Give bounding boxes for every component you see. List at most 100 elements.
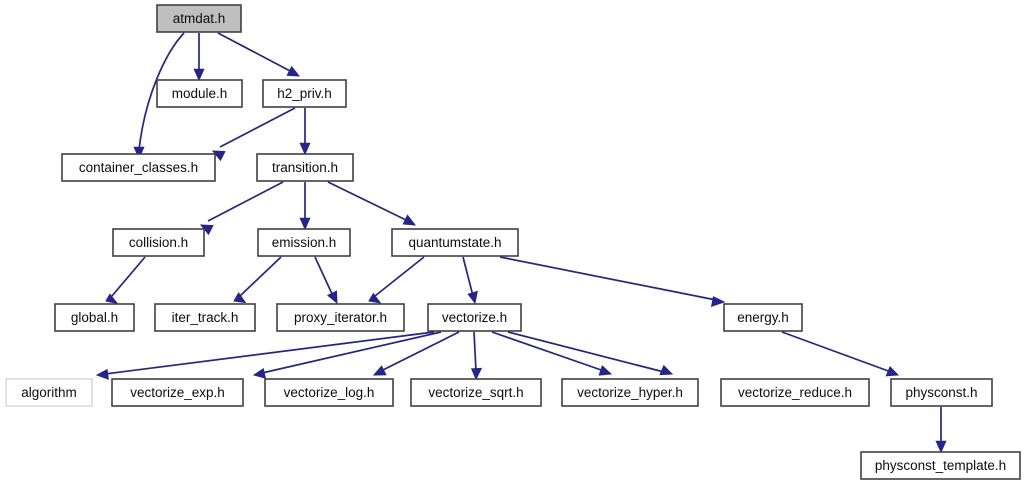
arrowhead-icon [710,296,726,307]
graph-edge-atmdat-to-h2_priv [217,32,301,77]
arrowhead-icon [467,290,478,305]
edge-line [104,331,435,375]
edge-line [261,331,442,374]
node-box[interactable] [156,79,243,108]
graph-edge-collision-to-global [105,256,146,305]
graph-node-energy[interactable]: energy.h [723,303,803,332]
arrowhead-icon [95,368,109,380]
node-box[interactable] [154,303,256,332]
node-box[interactable] [111,378,244,407]
graph-edge-transition-to-collision [199,181,284,236]
graph-edge-vectorize-to-vectorize_hyper [491,331,613,376]
arrowhead-icon [326,290,338,305]
node-box[interactable] [860,451,1021,480]
arrowhead-icon [299,142,311,156]
graph-node-quantumstate[interactable]: quantumstate.h [391,228,519,257]
graph-node-global[interactable]: global.h [54,303,135,332]
node-box[interactable] [5,378,93,407]
edge-layer [95,32,947,454]
node-box[interactable] [112,228,205,257]
graph-edge-quantumstate-to-proxy_iterator [368,256,425,304]
arrowhead-icon [299,217,311,231]
graph-node-vectorize_sqrt[interactable]: vectorize_sqrt.h [410,378,542,407]
edge-line [111,256,146,297]
edge-line [327,181,409,222]
graph-node-vectorize_reduce[interactable]: vectorize_reduce.h [720,378,870,407]
node-box[interactable] [890,378,993,407]
graph-edge-emission-to-proxy_iterator [314,256,338,305]
edge-line [217,32,293,73]
node-box[interactable] [276,303,405,332]
arrowhead-icon [659,364,674,376]
arrowhead-icon [372,365,387,376]
edge-line [374,256,425,297]
graph-node-container_classes[interactable]: container_classes.h [61,153,216,182]
node-box[interactable] [391,228,519,257]
graph-node-algorithm[interactable]: algorithm [5,378,93,407]
node-box[interactable] [427,303,522,332]
edge-line [138,32,185,151]
edge-line [207,181,284,222]
graph-node-vectorize_log[interactable]: vectorize_log.h [264,378,394,407]
graph-edge-atmdat-to-container_classes [133,32,185,160]
node-box[interactable] [61,153,216,182]
node-box[interactable] [410,378,542,407]
graph-edge-quantumstate-to-energy [499,256,726,307]
arrowhead-icon [470,367,483,381]
edge-line [219,107,296,148]
arrowhead-icon [133,146,145,160]
graph-edge-vectorize-to-vectorize_exp [252,331,442,379]
edge-line [314,256,334,297]
graph-node-transition[interactable]: transition.h [256,153,354,182]
graph-edge-emission-to-iter_track [233,256,282,304]
graph-node-emission[interactable]: emission.h [257,228,351,257]
graph-node-vectorize_exp[interactable]: vectorize_exp.h [111,378,244,407]
graph-node-atmdat[interactable]: atmdat.h [156,4,242,33]
arrowhead-icon [105,293,119,305]
graph-node-vectorize[interactable]: vectorize.h [427,303,522,332]
node-box[interactable] [264,378,394,407]
arrowhead-icon [402,214,417,226]
arrowhead-icon [935,440,947,454]
graph-edge-h2_priv-to-container_classes [211,107,296,162]
graph-node-h2_priv[interactable]: h2_priv.h [262,79,347,108]
node-box[interactable] [723,303,803,332]
node-box[interactable] [720,378,870,407]
graph-edge-vectorize-to-vectorize_reduce [507,331,674,376]
graph-edge-transition-to-quantumstate [327,181,417,226]
edge-line [380,331,460,372]
graph-edge-quantumstate-to-vectorize [462,256,478,305]
arrowhead-icon [252,367,267,379]
edge-line [462,256,474,297]
graph-edge-transition-to-emission [299,182,311,231]
edge-line [499,256,717,301]
graph-edge-vectorize-to-vectorize_sqrt [470,331,483,381]
node-box[interactable] [257,228,351,257]
graph-node-vectorize_hyper[interactable]: vectorize_hyper.h [561,378,699,407]
edge-line [781,331,892,373]
graph-node-iter_track[interactable]: iter_track.h [154,303,256,332]
graph-node-physconst_template[interactable]: physconst_template.h [860,451,1021,480]
node-box[interactable] [561,378,699,407]
graph-edge-atmdat-to-module [193,33,205,82]
arrowhead-icon [368,292,382,304]
node-box[interactable] [262,79,347,108]
node-box[interactable] [54,303,135,332]
node-box[interactable] [256,153,354,182]
graph-node-physconst[interactable]: physconst.h [890,378,993,407]
arrowhead-icon [598,365,613,376]
arrowhead-icon [885,366,900,377]
edge-line [239,256,282,297]
arrowhead-icon [193,68,205,82]
graph-node-proxy_iterator[interactable]: proxy_iterator.h [276,303,405,332]
graph-node-module[interactable]: module.h [156,79,243,108]
arrowhead-icon [286,65,301,77]
node-box[interactable] [156,4,242,33]
graph-edge-energy-to-physconst [781,331,900,377]
graph-node-collision[interactable]: collision.h [112,228,205,257]
edge-line [507,331,665,373]
arrowhead-icon [211,150,226,162]
edge-line [473,331,477,372]
